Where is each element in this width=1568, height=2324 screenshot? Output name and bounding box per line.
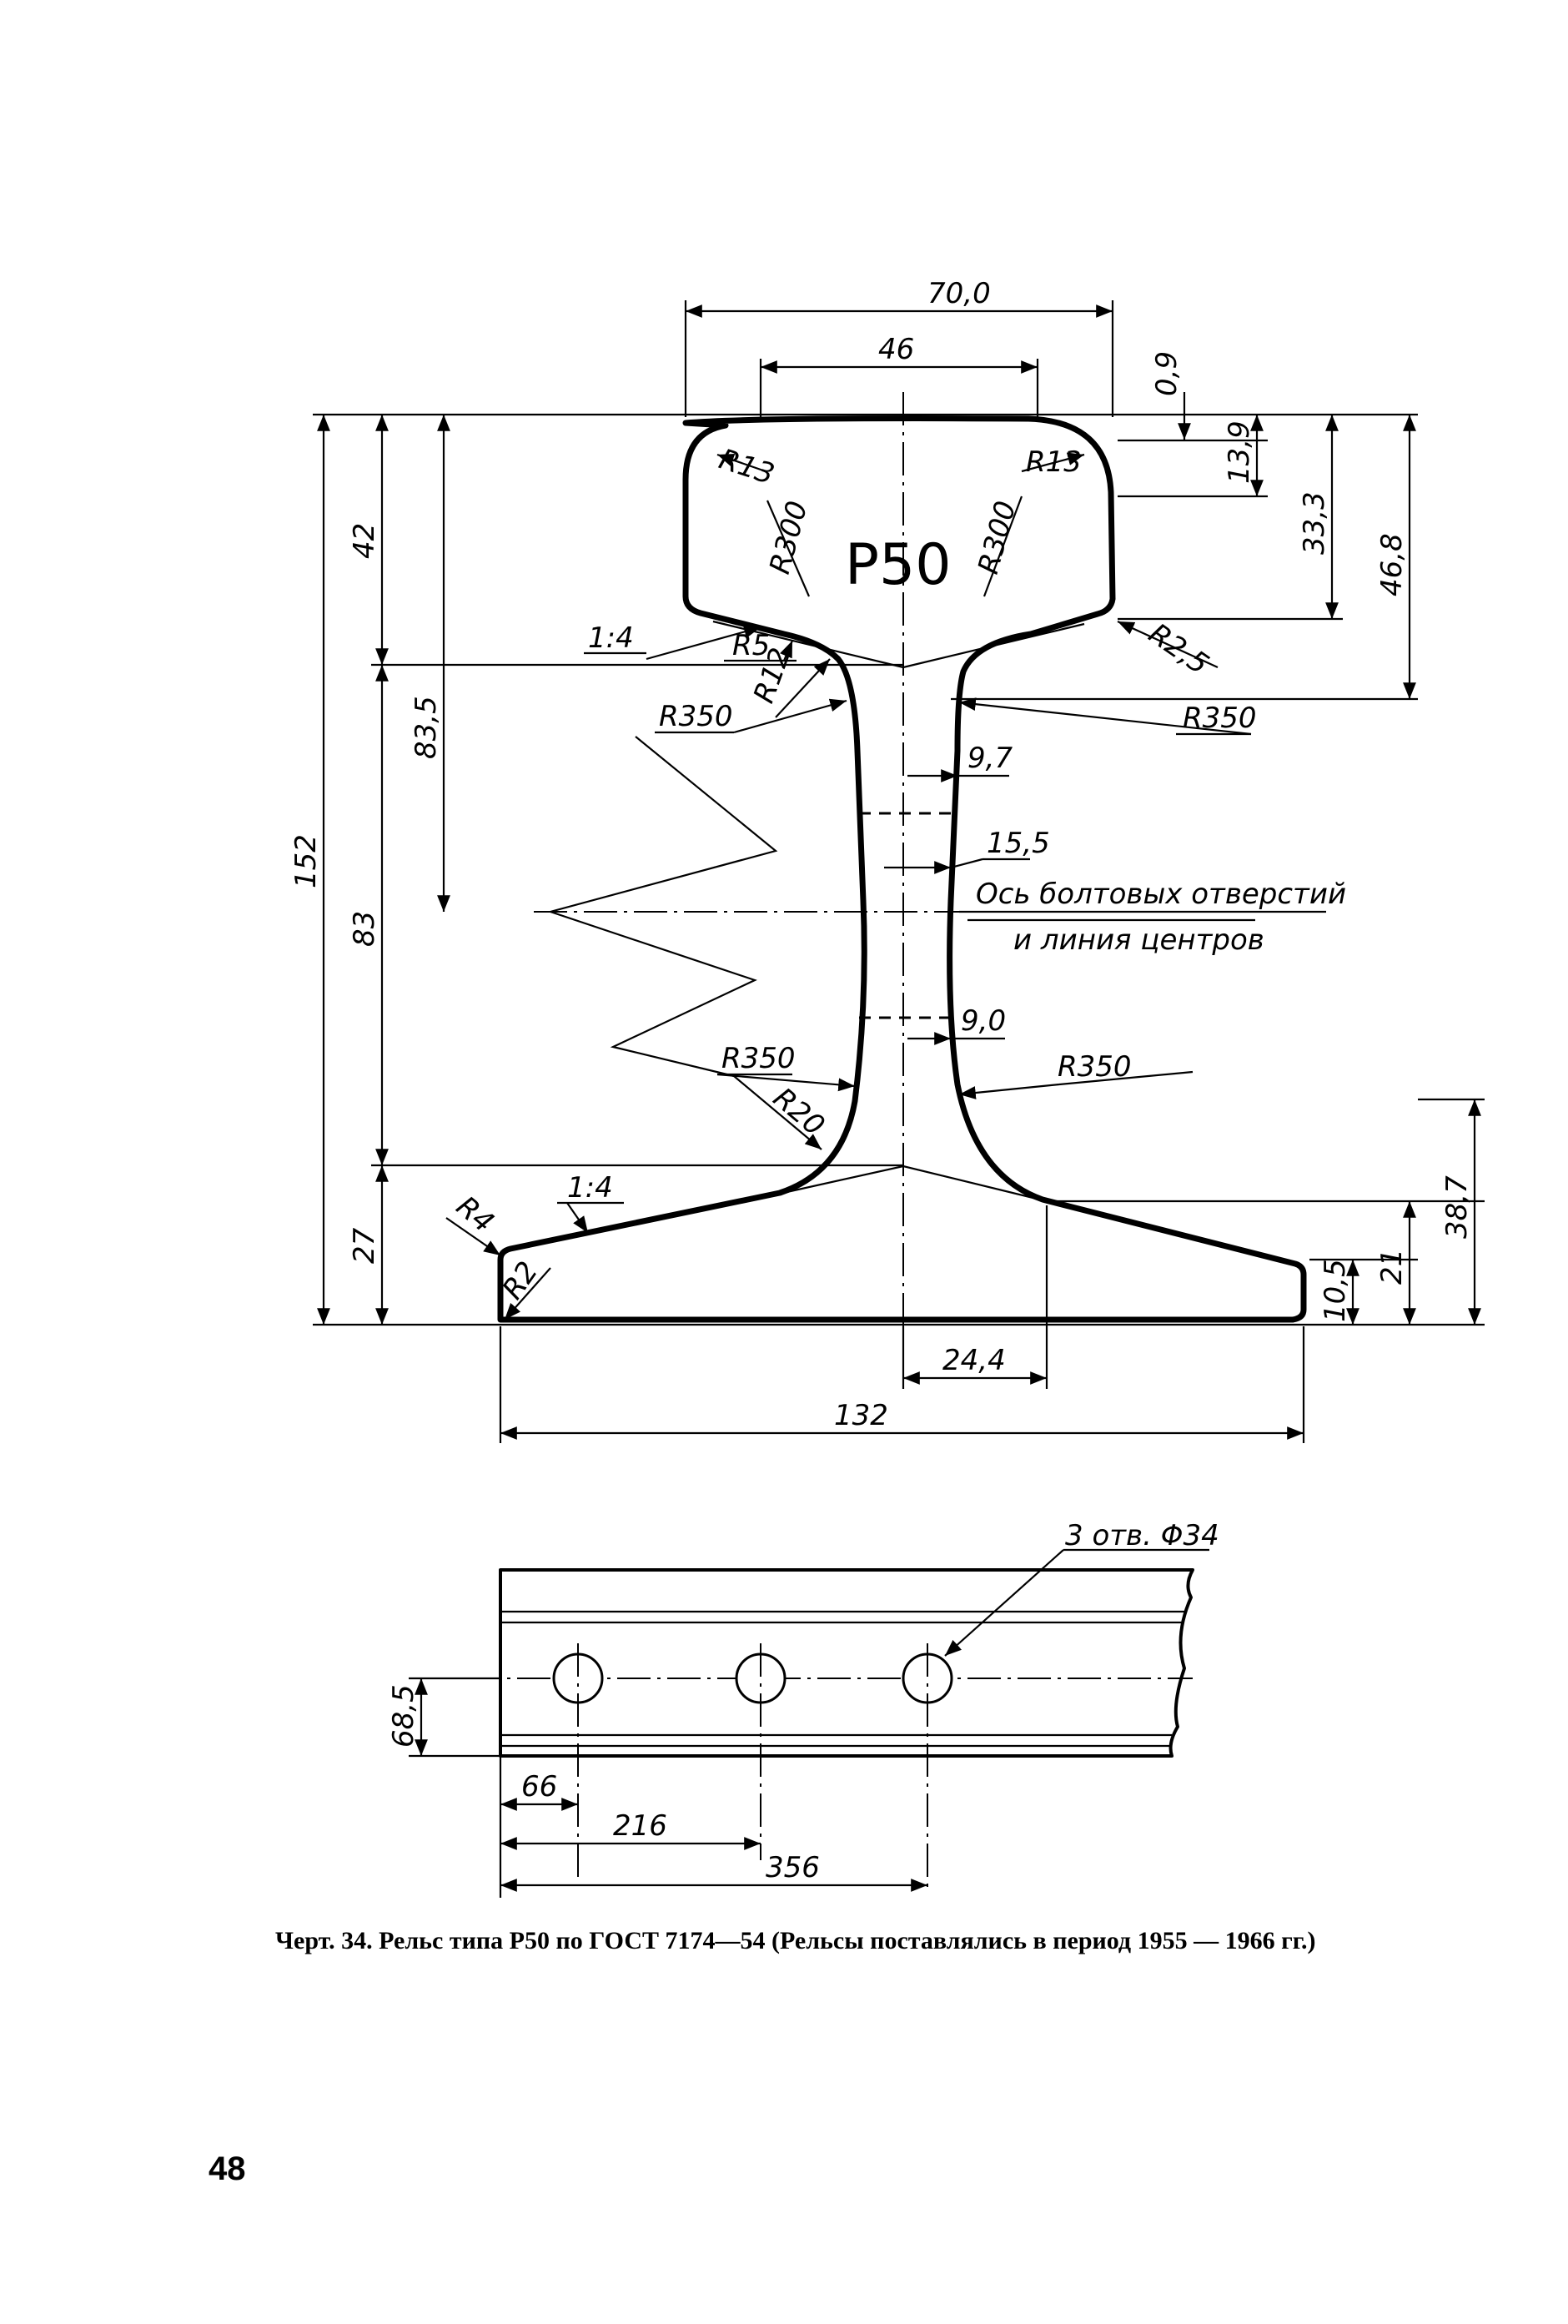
r350-upper-right: R350 <box>1183 702 1257 735</box>
bolt-axis-label-line1: Ось болтовых отверстий <box>976 878 1346 911</box>
slope-head: 1:4 <box>588 621 634 655</box>
dim-132: 132 <box>834 1399 888 1432</box>
base-fishing-line-right <box>902 1165 1048 1203</box>
rail-profile-outline <box>497 415 1307 1323</box>
dim-0-9: 0,9 <box>1150 351 1184 396</box>
r350-lower-left: R350 <box>721 1042 796 1075</box>
dim-83: 83 <box>348 911 381 947</box>
zigzag-leaders <box>547 736 778 1078</box>
page-number: 48 <box>209 2150 246 2187</box>
dim-152: 152 <box>289 834 323 888</box>
r4: R4 <box>450 1190 500 1240</box>
dim-46-8: 46,8 <box>1375 533 1409 596</box>
dim-15-5: 15,5 <box>987 827 1050 860</box>
figure-caption: Черт. 34. Рельс типа Р50 по ГОСТ 7174—54… <box>275 1927 1316 1954</box>
bolt-axis-label-line2: и линия центров <box>1013 923 1264 957</box>
dim-21: 21 <box>1375 1249 1409 1285</box>
dim-27: 27 <box>348 1227 381 1264</box>
dimension-lines: 70,0 46 0,9 13,9 33,3 46,8 152 42 83 27 … <box>289 277 1485 1440</box>
head-fishing-line-right <box>902 622 1085 669</box>
r2-5: R2,5 <box>1143 617 1215 682</box>
elevation-outline <box>499 1568 1194 1758</box>
hole-spacing-66: 66 <box>521 1770 557 1803</box>
r350-upper-left: R350 <box>659 700 733 733</box>
dim-33-3: 33,3 <box>1298 491 1331 555</box>
dim-9-7: 9,7 <box>967 742 1013 775</box>
r20: R20 <box>766 1081 831 1143</box>
r300-right: R300 <box>972 497 1023 577</box>
dim-9-0: 9,0 <box>961 1004 1006 1038</box>
hole-axis-height: 68,5 <box>387 1684 420 1748</box>
hole-spacing-216: 216 <box>613 1809 667 1843</box>
slope-base: 1:4 <box>567 1171 613 1205</box>
dim-10-5: 10,5 <box>1319 1259 1352 1322</box>
dim-38-7: 38,7 <box>1440 1175 1474 1239</box>
base-fishing-line-left <box>775 1165 904 1196</box>
r13-left: R13 <box>715 443 778 492</box>
r350-lower-right: R350 <box>1058 1050 1132 1084</box>
dim-70: 70,0 <box>927 277 991 310</box>
dim-46: 46 <box>878 333 914 366</box>
holes-label: 3 отв. Φ34 <box>1065 1519 1219 1552</box>
rail-side-elevation: 3 отв. Φ34 68,5 66 216 356 <box>387 1519 1219 1898</box>
hole-spacing-356: 356 <box>766 1851 820 1884</box>
dim-13-9: 13,9 <box>1223 420 1256 484</box>
dim-42: 42 <box>348 523 381 559</box>
bolt-axis-label: Ось болтовых отверстий и линия центров <box>959 878 1346 957</box>
dim-83-5: 83,5 <box>410 696 443 759</box>
rail-marking: Р50 <box>845 532 952 598</box>
extension-lines <box>313 300 1485 1443</box>
r13-right: R13 <box>1026 445 1082 479</box>
dim-24-4: 24,4 <box>942 1344 1006 1377</box>
